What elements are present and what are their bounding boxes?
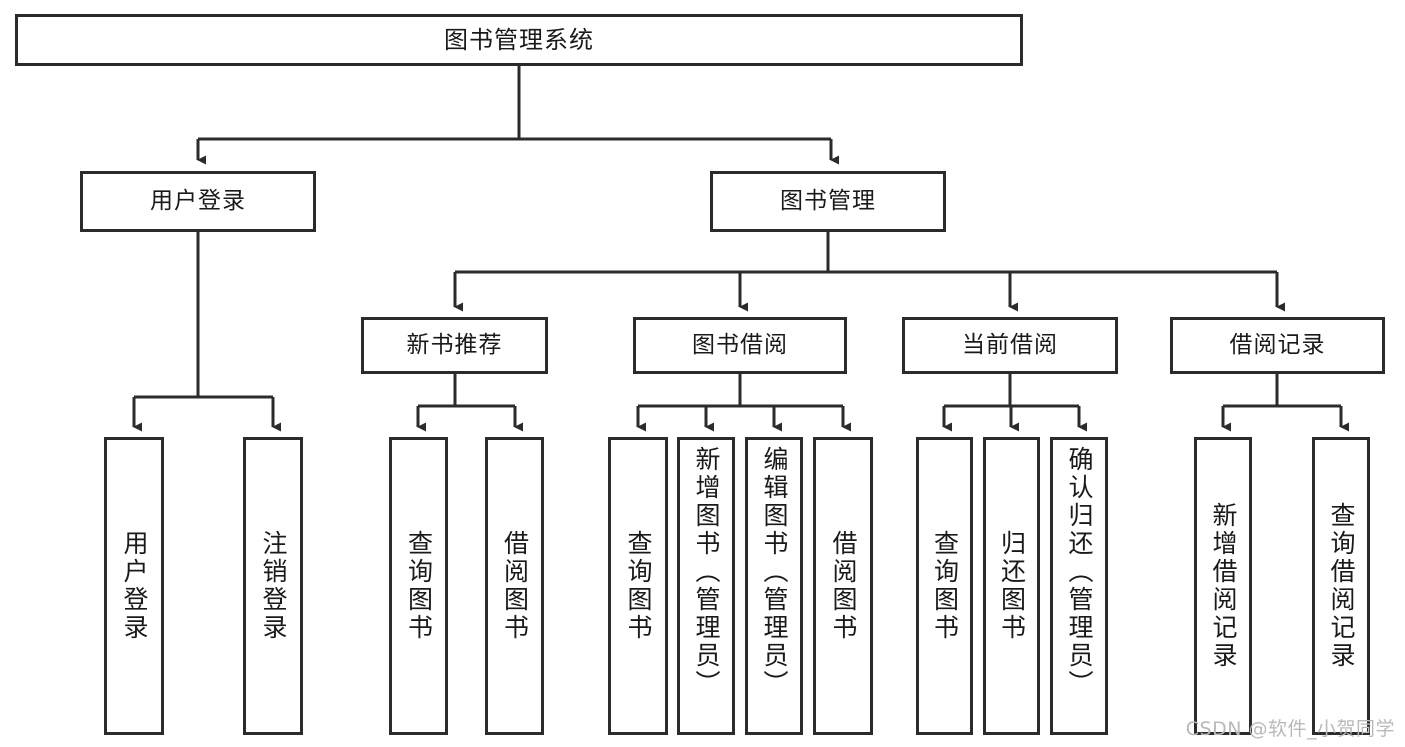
- watermark-text: CSDN @软件_小贺同学: [1185, 718, 1395, 740]
- node-label: 查询借阅记录: [1327, 502, 1356, 670]
- node-new-book-recommend[interactable]: 新书推荐: [361, 317, 548, 374]
- node-leaf-add-borrow-record[interactable]: 新增借阅记录: [1194, 437, 1252, 735]
- node-label: 借阅记录: [1229, 331, 1326, 358]
- node-label: 借阅图书: [829, 530, 858, 642]
- node-borrow-record[interactable]: 借阅记录: [1170, 317, 1385, 374]
- node-label: 查询图书: [404, 530, 434, 642]
- node-book-borrow[interactable]: 图书借阅: [633, 317, 847, 374]
- node-leaf-query-borrow-record[interactable]: 查询借阅记录: [1312, 437, 1370, 735]
- node-label: 借阅图书: [500, 530, 530, 642]
- node-label: 确认归还（管理员）: [1065, 446, 1094, 698]
- node-label: 编辑图书（管理员）: [760, 446, 789, 698]
- node-label: 用户登录: [150, 187, 246, 214]
- node-label: 归还图书: [997, 530, 1027, 642]
- node-label: 注销登录: [259, 530, 288, 642]
- node-label: 新书推荐: [406, 331, 503, 358]
- node-leaf-borrow-book-rec[interactable]: 借阅图书: [485, 437, 544, 735]
- node-user-login[interactable]: 用户登录: [80, 171, 316, 232]
- node-label: 用户登录: [120, 530, 149, 642]
- node-leaf-user-login[interactable]: 用户登录: [104, 437, 164, 735]
- node-label: 图书管理: [780, 187, 876, 214]
- node-leaf-query-book-current[interactable]: 查询图书: [916, 437, 973, 735]
- node-leaf-edit-book[interactable]: 编辑图书（管理员）: [745, 437, 803, 735]
- node-leaf-confirm-return[interactable]: 确认归还（管理员）: [1050, 437, 1108, 735]
- node-leaf-add-book[interactable]: 新增图书（管理员）: [677, 437, 735, 735]
- root-node-label: 图书管理系统: [444, 25, 594, 54]
- node-label: 新增图书（管理员）: [692, 446, 721, 698]
- node-leaf-logout-login[interactable]: 注销登录: [243, 437, 303, 735]
- node-label: 当前借阅: [962, 331, 1058, 358]
- node-label: 查询图书: [930, 530, 960, 642]
- node-leaf-borrow-book[interactable]: 借阅图书: [813, 437, 873, 735]
- node-book-manage[interactable]: 图书管理: [710, 171, 946, 232]
- node-label: 新增借阅记录: [1209, 502, 1238, 670]
- root-node-book-management-system[interactable]: 图书管理系统: [15, 14, 1023, 66]
- node-leaf-query-book-borrow[interactable]: 查询图书: [608, 437, 668, 735]
- node-current-borrow[interactable]: 当前借阅: [902, 317, 1118, 374]
- node-leaf-query-book-rec[interactable]: 查询图书: [389, 437, 448, 735]
- node-label: 图书借阅: [692, 331, 788, 358]
- node-label: 查询图书: [624, 530, 653, 642]
- node-leaf-return-book[interactable]: 归还图书: [983, 437, 1040, 735]
